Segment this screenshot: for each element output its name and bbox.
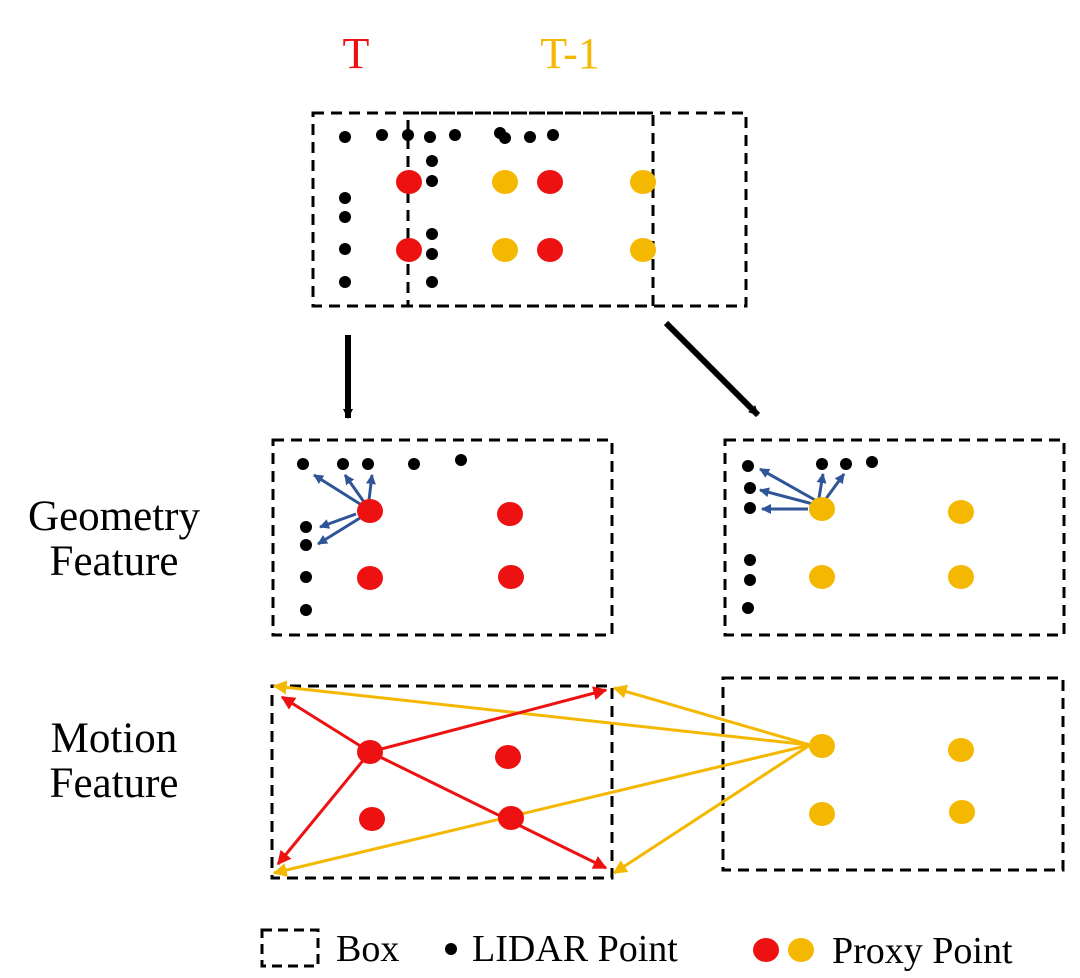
legend-proxy-label: Proxy Point xyxy=(832,930,1013,972)
row-label-motion-line2: Feature xyxy=(49,760,179,808)
row-label-geometry: Geometry Feature xyxy=(0,494,228,584)
legend-box-swatch xyxy=(260,928,320,968)
legend-box-label: Box xyxy=(336,928,399,970)
motion-arrows-previous xyxy=(272,680,811,877)
geometry-lidar-current xyxy=(297,454,467,616)
geometry-box-current xyxy=(271,438,614,637)
row-label-motion: Motion Feature xyxy=(0,716,228,806)
geometry-arrows-current xyxy=(313,473,376,546)
legend-proxy-swatch-current xyxy=(753,938,779,962)
split-arrow-previous xyxy=(663,320,761,418)
motion-proxy-previous xyxy=(809,734,975,826)
row-label-geometry-line1: Geometry xyxy=(28,493,200,540)
frame-label-current: T xyxy=(343,29,370,78)
geometry-box-previous xyxy=(723,438,1066,637)
motion-box-current xyxy=(270,684,614,880)
top-panel xyxy=(311,111,748,308)
top-lidar-points xyxy=(339,127,559,288)
motion-box-previous xyxy=(721,676,1065,872)
legend-lidar-swatch xyxy=(445,943,457,955)
motion-arrows-current xyxy=(276,686,608,870)
geometry-lidar-previous xyxy=(742,456,878,614)
box-current-top xyxy=(311,111,655,308)
motion-proxy-current xyxy=(357,740,524,831)
legend: Box LIDAR Point Proxy Point xyxy=(260,928,1013,972)
top-proxy-points-current xyxy=(396,170,563,262)
legend-lidar-label: LIDAR Point xyxy=(472,928,678,970)
legend-proxy-swatch-previous xyxy=(788,938,814,962)
box-previous-top xyxy=(406,111,748,308)
frame-label-previous: T-1 xyxy=(540,29,600,78)
geometry-arrows-previous xyxy=(759,467,846,514)
geometry-proxy-previous xyxy=(809,497,974,589)
top-proxy-points-previous xyxy=(492,170,656,262)
row-label-geometry-line2: Feature xyxy=(49,538,179,586)
row-label-motion-line1: Motion xyxy=(50,715,178,762)
geometry-proxy-current xyxy=(357,499,524,590)
